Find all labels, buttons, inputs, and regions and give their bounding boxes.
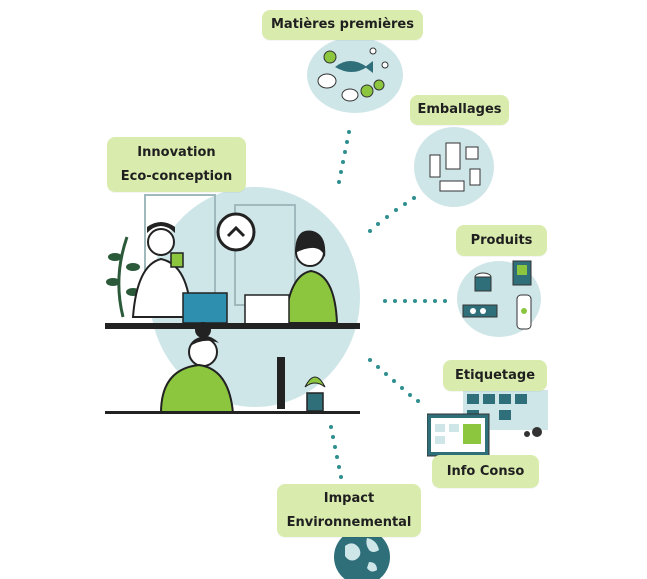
node-info-conso[interactable]: Info Conso — [432, 455, 539, 488]
node-emballages-label: Emballages — [417, 102, 502, 117]
products-illustration — [457, 260, 541, 337]
node-etiquetage-label: Etiquetage — [454, 367, 536, 383]
node-matieres-premieres[interactable]: Matières premières — [262, 10, 423, 40]
node-produits[interactable]: Produits — [456, 225, 547, 256]
node-innovation-line1: Innovation — [137, 144, 216, 160]
office-illustration — [105, 187, 360, 414]
node-impact-line2: Environnemental — [286, 514, 412, 530]
raw-materials-illustration — [307, 37, 403, 113]
globe-illustration — [334, 529, 390, 579]
node-impact-line1: Impact — [323, 490, 375, 506]
node-etiquetage[interactable]: Etiquetage — [443, 360, 547, 391]
node-innovation-line2: Eco-conception — [120, 168, 233, 184]
node-produits-label: Produits — [470, 232, 533, 248]
node-impact[interactable]: Impact Environnemental — [277, 484, 421, 537]
node-matieres-label: Matières premières — [270, 17, 414, 32]
packaging-illustration — [414, 127, 494, 207]
node-innovation[interactable]: Innovation Eco-conception — [107, 137, 246, 192]
labeling-illustration — [427, 390, 548, 457]
node-info-conso-label: Info Conso — [446, 463, 525, 479]
node-emballages[interactable]: Emballages — [410, 95, 509, 125]
